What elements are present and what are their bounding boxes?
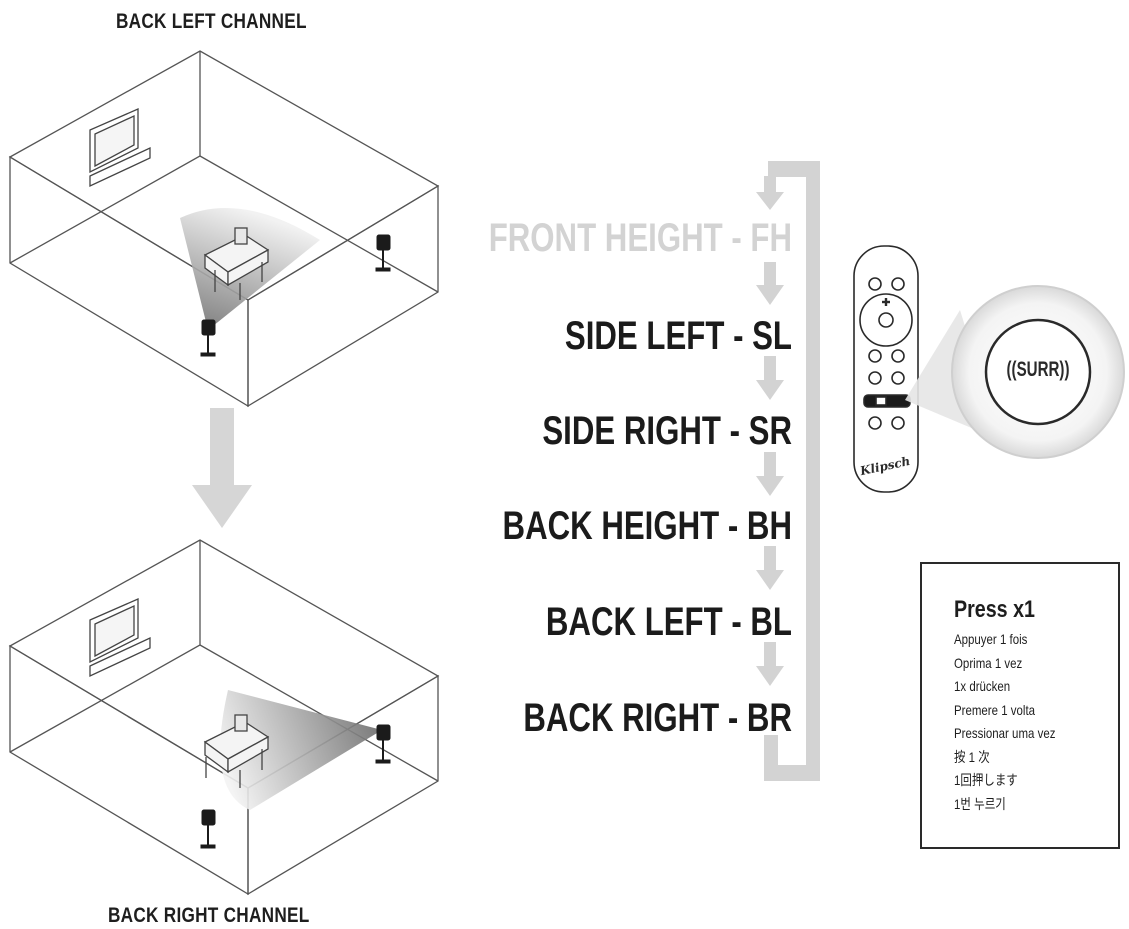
top-room xyxy=(8,50,440,408)
bottom-speaker-left xyxy=(200,809,216,849)
top-room-label: BACK LEFT CHANNEL xyxy=(116,10,307,33)
bottom-listener xyxy=(203,714,270,788)
room-transition-arrow xyxy=(192,408,252,528)
surr-button xyxy=(984,318,1092,426)
sequence-item-front-height: FRONT HEIGHT - FH xyxy=(488,216,792,260)
bottom-sound-beam xyxy=(220,690,382,810)
sequence-item-back-height: BACK HEIGHT - BH xyxy=(502,504,792,548)
sequence-item-side-left: SIDE LEFT - SL xyxy=(564,314,792,358)
bottom-speaker-right xyxy=(375,724,391,764)
bottom-room xyxy=(8,539,440,896)
top-tv xyxy=(89,108,151,188)
sequence-item-side-right: SIDE RIGHT - SR xyxy=(542,409,792,453)
top-listener xyxy=(203,227,270,300)
sequence-item-back-left: BACK LEFT - BL xyxy=(545,600,792,644)
press-line-fr: Appuyer 1 fois xyxy=(954,631,1028,647)
press-line-de: 1x drücken xyxy=(954,678,1011,694)
surr-button-label: ((SURR)) xyxy=(1006,358,1070,381)
sequence-arrows xyxy=(756,176,784,686)
press-line-ko: 1번 누르기 xyxy=(954,795,1006,812)
press-line-ja: 1回押します xyxy=(954,772,1018,788)
press-line-es: Oprima 1 vez xyxy=(954,654,1023,671)
bottom-room-label: BACK RIGHT CHANNEL xyxy=(108,904,310,927)
sequence-loop xyxy=(764,161,820,781)
press-translations: Appuyer 1 fois Oprima 1 vez 1x drücken P… xyxy=(954,628,1078,816)
press-title: Press x1 xyxy=(954,596,1035,623)
top-speaker-right xyxy=(375,234,391,272)
press-line-it: Premere 1 volta xyxy=(954,701,1036,718)
top-speaker-left xyxy=(200,319,216,357)
bottom-tv xyxy=(89,598,151,678)
sequence-item-back-right: BACK RIGHT - BR xyxy=(523,696,792,740)
press-instructions-box: Press x1 Appuyer 1 fois Oprima 1 vez 1x … xyxy=(920,562,1120,849)
press-line-pt: Pressionar uma vez xyxy=(954,725,1056,741)
press-line-zh: 按 1 次 xyxy=(954,748,990,765)
